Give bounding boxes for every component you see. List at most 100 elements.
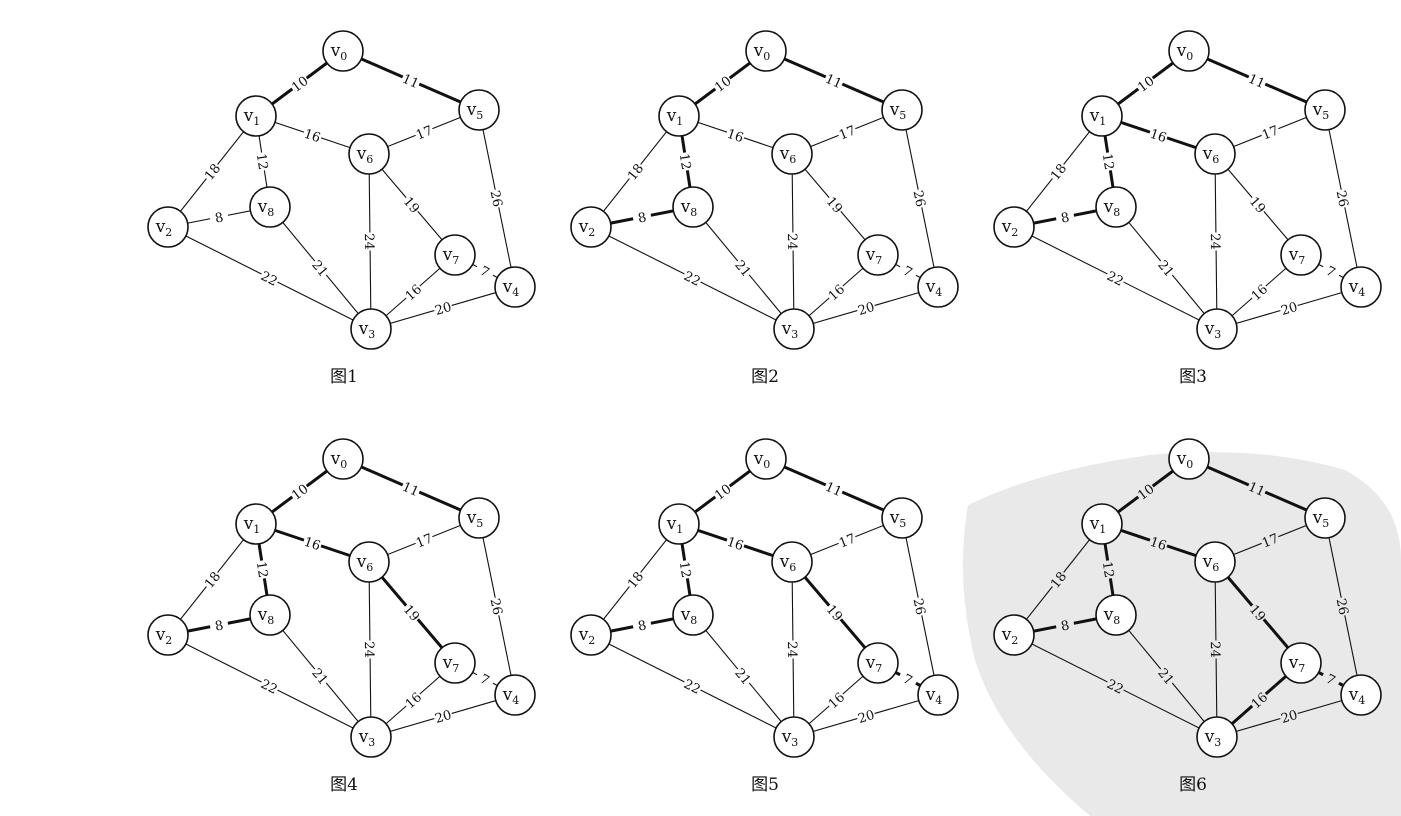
panel-caption-5: 图5 (751, 775, 779, 795)
node-label-v0: v0 (1176, 41, 1194, 63)
edge-weight-v5-v4: 26 (487, 189, 505, 208)
edge-weight-v6-v3: 24 (784, 233, 799, 250)
edge-weight-v5-v6: 17 (414, 531, 435, 551)
node-v7 (1280, 642, 1322, 684)
edge-weight-v6-v3: 24 (784, 641, 799, 658)
node-label-v1: v1 (243, 106, 261, 128)
panel-caption-3: 图3 (1179, 367, 1207, 387)
edge-weight-v5-v6: 17 (837, 531, 858, 551)
node-v2 (993, 614, 1035, 656)
node-v5 (458, 497, 500, 539)
node-label-v6: v6 (779, 552, 797, 574)
edge-weight-v2-v8: 8 (637, 618, 648, 634)
edge-weight-v1-v6: 16 (302, 127, 322, 146)
node-v3 (1196, 308, 1238, 350)
node-label-v3: v3 (1204, 319, 1222, 341)
node-v8 (249, 594, 291, 636)
node-label-v2: v2 (578, 625, 596, 647)
edge-weight-v3-v4: 20 (433, 300, 453, 319)
node-label-v8: v8 (257, 197, 275, 219)
edge-weight-v2-v3: 22 (1104, 269, 1126, 290)
node-label-v0: v0 (753, 449, 771, 471)
edge-weight-v5-v4: 26 (910, 189, 928, 208)
edge-weight-v0-v5: 11 (1246, 72, 1267, 92)
edge-weight-v2-v3: 22 (1104, 677, 1126, 698)
edge-weight-v3-v4: 20 (1279, 708, 1299, 727)
edge-weight-v6-v3: 24 (361, 641, 376, 658)
node-v4 (917, 266, 959, 308)
node-v2 (570, 206, 612, 248)
node-label-v7: v7 (442, 653, 460, 675)
node-v6 (348, 133, 390, 175)
edge-weight-v7-v3: 16 (1249, 282, 1271, 304)
node-v6 (1194, 541, 1236, 583)
edge-weight-v1-v6: 16 (302, 535, 322, 554)
node-label-v8: v8 (1103, 197, 1121, 219)
node-label-v8: v8 (680, 605, 698, 627)
edge-weight-v7-v3: 16 (826, 282, 848, 304)
node-label-v4: v4 (502, 685, 520, 707)
node-label-v2: v2 (155, 217, 173, 239)
edge-weight-v5-v4: 26 (487, 597, 505, 616)
node-v5 (881, 497, 923, 539)
node-v0 (745, 30, 787, 72)
edge-weight-v1-v8: 12 (676, 560, 693, 579)
panel-caption-1: 图1 (330, 367, 358, 387)
node-v6 (1194, 133, 1236, 175)
node-v1 (658, 95, 700, 137)
edge-weight-v1-v6: 16 (725, 127, 745, 146)
edge-weight-v0-v5: 11 (823, 480, 844, 500)
node-v5 (1304, 497, 1346, 539)
node-label-v8: v8 (1103, 605, 1121, 627)
node-label-v7: v7 (865, 245, 883, 267)
node-v0 (1168, 438, 1210, 480)
edge-weight-v2-v3: 22 (681, 269, 703, 290)
node-v1 (1081, 503, 1123, 545)
node-v1 (235, 95, 277, 137)
edge-weight-v2-v3: 22 (258, 677, 280, 698)
edge-weight-v6-v7: 19 (823, 194, 845, 216)
node-label-v5: v5 (889, 100, 907, 122)
node-v1 (658, 503, 700, 545)
edge-weight-v3-v4: 20 (856, 300, 876, 319)
edge-weight-v5-v4: 26 (910, 597, 928, 616)
node-v7 (857, 234, 899, 276)
edge-weight-v2-v8: 8 (1060, 618, 1071, 634)
node-v0 (322, 438, 364, 480)
edge-weight-v5-v6: 17 (837, 123, 858, 143)
edge-weight-v7-v3: 16 (403, 282, 425, 304)
edge-weight-v6-v3: 24 (1207, 641, 1222, 658)
edge-weight-v2-v3: 22 (258, 269, 280, 290)
node-v4 (1340, 674, 1382, 716)
node-label-v5: v5 (1312, 100, 1330, 122)
node-v0 (1168, 30, 1210, 72)
node-v8 (672, 186, 714, 228)
node-v7 (434, 234, 476, 276)
edge-weight-v1-v8: 12 (253, 152, 270, 171)
node-v3 (773, 308, 815, 350)
edge-weight-v6-v7: 19 (1246, 194, 1268, 216)
edge-weight-v7-v3: 16 (403, 690, 425, 712)
node-v8 (1095, 186, 1137, 228)
watermark-shape (962, 452, 1401, 816)
node-label-v3: v3 (781, 727, 799, 749)
edge-weight-v1-v6: 16 (1148, 127, 1168, 146)
node-label-v3: v3 (358, 319, 376, 341)
edge-weight-v6-v3: 24 (1207, 233, 1222, 250)
node-v4 (494, 266, 536, 308)
node-label-v2: v2 (1001, 625, 1019, 647)
edge-weight-v3-v4: 20 (1279, 300, 1299, 319)
edge-weight-v0-v5: 11 (823, 72, 844, 92)
node-v1 (1081, 95, 1123, 137)
node-v2 (147, 614, 189, 656)
edge-weight-v1-v6: 16 (1148, 535, 1168, 554)
node-v7 (857, 642, 899, 684)
node-label-v2: v2 (155, 625, 173, 647)
node-label-v5: v5 (466, 508, 484, 530)
edge-weight-v5-v4: 26 (1333, 189, 1351, 208)
